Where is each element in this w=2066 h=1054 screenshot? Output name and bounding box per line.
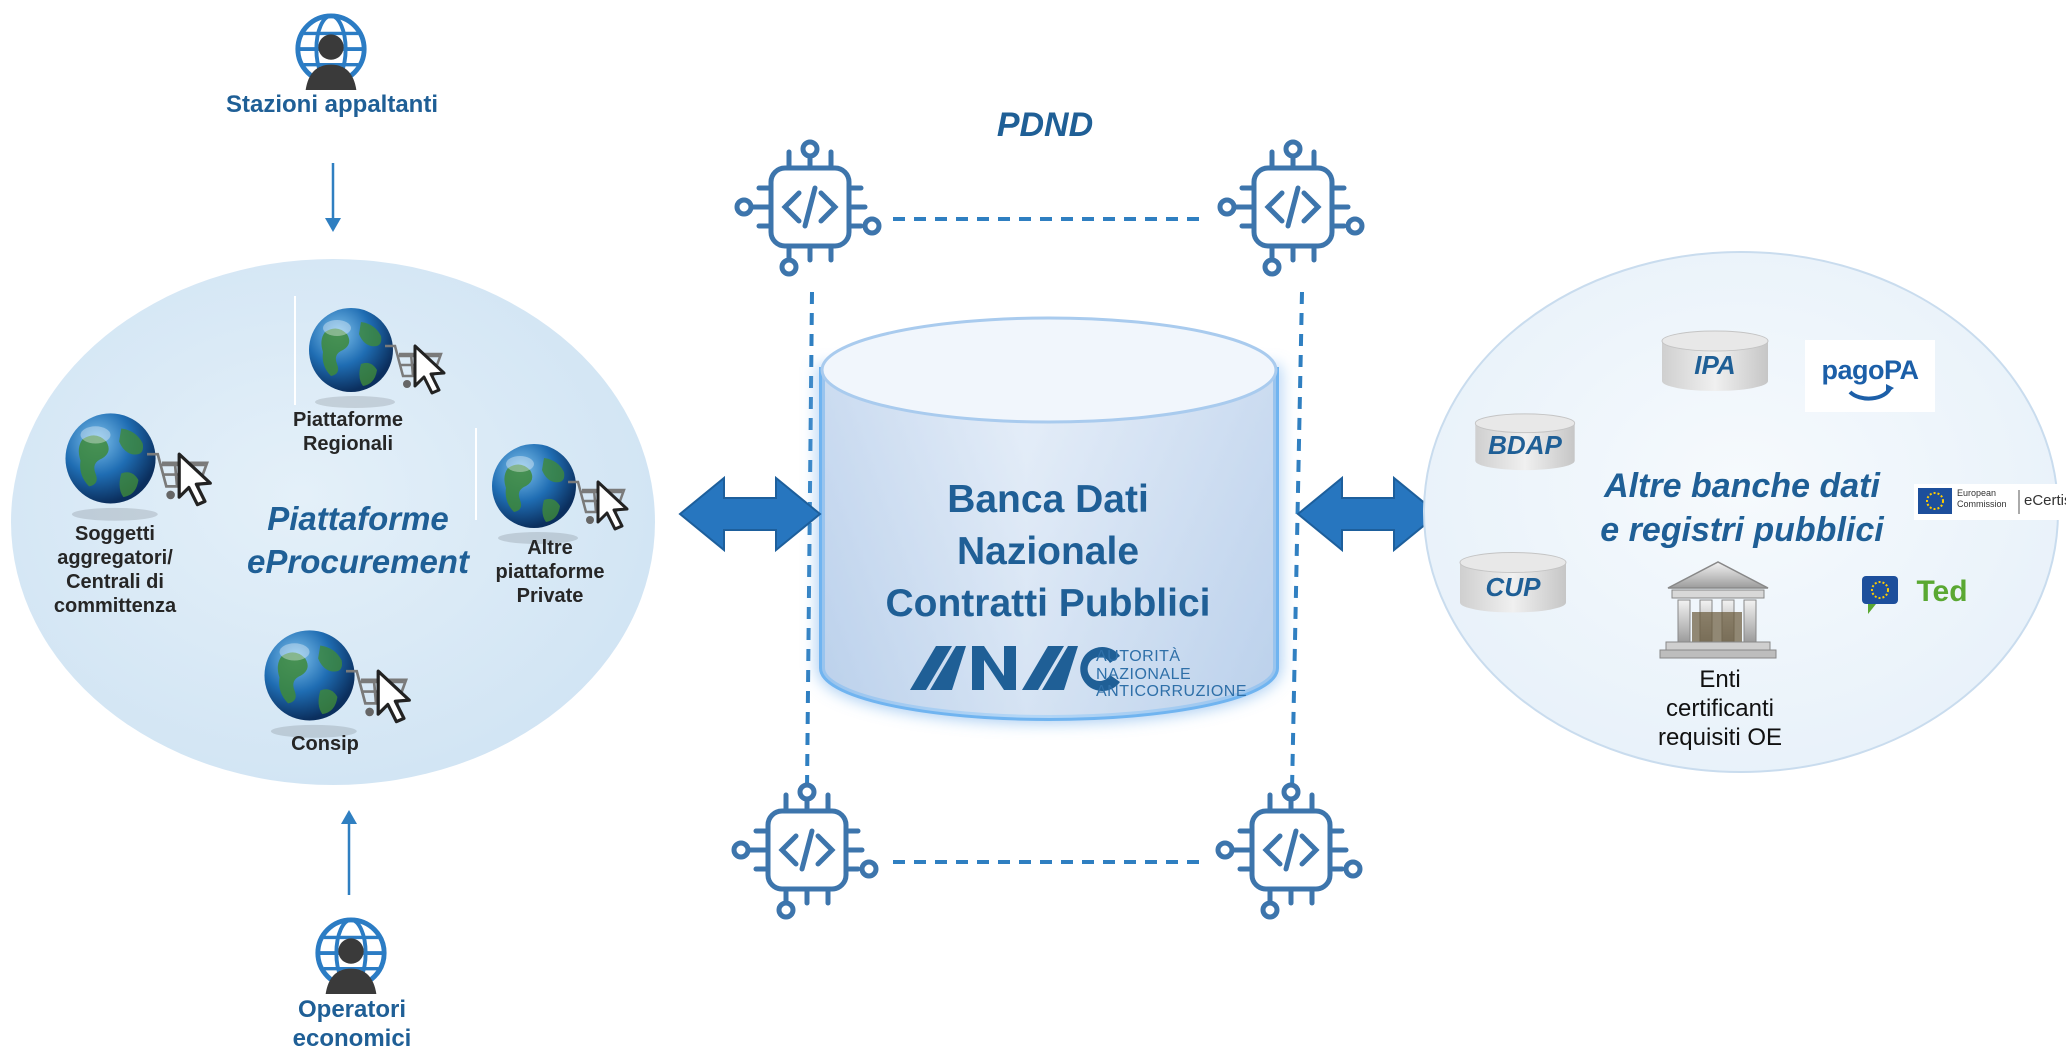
pdnd-node-top-left-icon — [737, 142, 879, 274]
anac-sub-line1: AUTORITÀ — [1096, 648, 1181, 665]
anac-logo-icon — [910, 646, 1120, 691]
ecertis-logo-text: eCertis — [2024, 492, 2066, 509]
anac-sub-line3: ANTICORRUZIONE — [1096, 683, 1247, 701]
enti-building-icon — [1659, 561, 1777, 659]
registries-title: Altre banche dati e registri pubblici — [1582, 464, 1902, 552]
ecertis-small-line2: Commission — [1957, 498, 2007, 509]
enti-line1: Enti — [1699, 666, 1741, 693]
anac-sub-line2: NAZIONALE — [1096, 665, 1192, 683]
platform-consip-label: Consip — [291, 733, 359, 755]
up-arrow — [341, 810, 357, 895]
pdnd-dashed-frame — [805, 217, 1304, 864]
operatori-economici-label: Operatori economici — [292, 996, 412, 1052]
stazioni-appaltanti-label: Stazioni appaltanti — [225, 91, 438, 118]
operatori-globe-user-icon — [318, 920, 384, 994]
right-double-arrow — [1296, 475, 1440, 553]
pagopa-logo-icon — [1805, 340, 1935, 412]
pagopa-logo-text: pagoPA — [1821, 355, 1920, 385]
ecertis-logo-icon — [1914, 484, 2064, 520]
central-db-title-line3: Contratti Pubblici — [885, 581, 1211, 625]
enti-certificanti-label: Enti certificanti requisiti OE — [1620, 666, 1820, 752]
left-double-arrow — [678, 475, 822, 553]
platform-altre-label: Altre piattaforme Private — [495, 537, 605, 607]
pdnd-node-bottom-left-icon — [734, 785, 876, 917]
anac-logo-subtitle: AUTORITÀ NAZIONALE ANTICORRUZIONE — [1096, 648, 1256, 701]
ted-logo-icon — [1862, 576, 1898, 614]
bdap-label: BDAP — [1488, 430, 1562, 460]
eprocurement-ellipse — [11, 259, 655, 785]
stazioni-globe-user-icon — [298, 16, 364, 90]
enti-line2: certificanti — [1665, 694, 1775, 722]
pdnd-node-top-right-icon — [1220, 142, 1362, 274]
cup-label: CUP — [1485, 572, 1541, 602]
platform-regionali-label: Piattaforme Regionali — [292, 409, 404, 455]
ecertis-small-line1: European — [1957, 488, 1997, 498]
eprocurement-title-line2: eProcurement — [247, 542, 469, 580]
eprocurement-title: Piattaforme eProcurement — [228, 498, 488, 584]
enti-line3: requisiti OE — [1657, 723, 1783, 751]
central-db-title: Banca Dati Nazionale Contratti Pubblici — [858, 474, 1238, 630]
registries-title-line2: e registri pubblici — [1600, 511, 1884, 550]
central-db-title-line2: Nazionale — [956, 529, 1140, 573]
pdnd-label: PDND — [996, 106, 1094, 144]
eprocurement-title-line1: Piattaforme — [267, 500, 449, 537]
down-arrow — [325, 163, 341, 232]
pdnd-node-bottom-right-icon — [1218, 785, 1360, 917]
ted-logo-text: Ted — [1916, 575, 1968, 608]
platform-soggetti-label: Soggetti aggregatori/ Centrali di commit… — [53, 523, 177, 617]
ipa-label: IPA — [1694, 350, 1736, 380]
central-database — [819, 316, 1279, 721]
registries-title-line1: Altre banche dati — [1604, 467, 1880, 505]
central-db-title-line1: Banca Dati — [947, 478, 1149, 521]
ecertis-logo-small: European Commission — [1957, 488, 2017, 510]
